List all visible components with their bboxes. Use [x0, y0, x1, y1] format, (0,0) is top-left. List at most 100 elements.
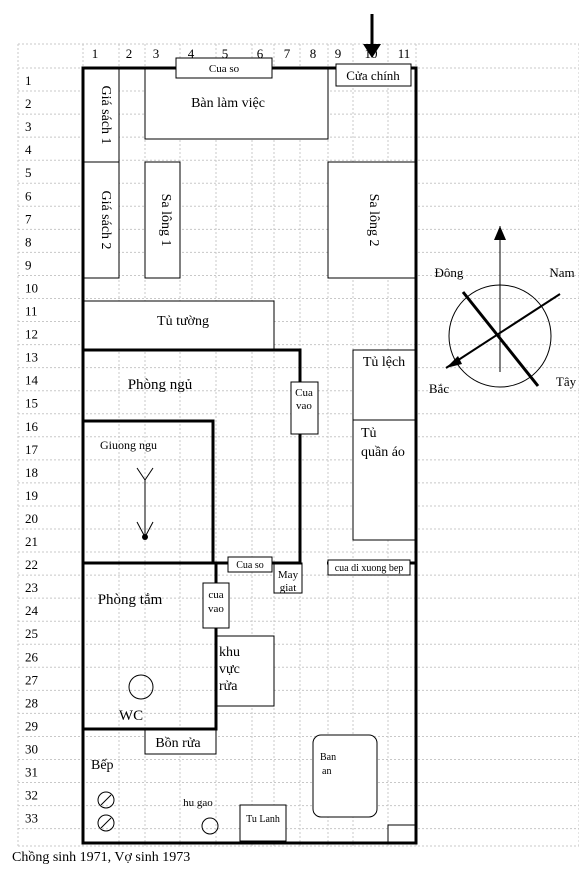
row-number: 10: [25, 280, 38, 295]
stove-burner-icon: [97, 814, 115, 832]
wardrobe-label-1: Tủ: [361, 426, 377, 441]
row-number: 29: [25, 718, 38, 733]
row-number: 8: [25, 234, 32, 249]
row-number: 24: [25, 603, 39, 618]
washing-area-label-1: khu: [219, 645, 240, 660]
row-number: 33: [25, 811, 38, 826]
row-number: 30: [25, 741, 38, 756]
row-number: 12: [25, 327, 38, 342]
furniture: [82, 67, 417, 844]
bedroom-label: Phòng ngủ: [128, 377, 193, 393]
owners-caption: Chồng sinh 1971, Vợ sinh 1973: [12, 850, 191, 865]
row-number: 15: [25, 396, 38, 411]
bookshelf-1-label: Giá sách 1: [98, 85, 113, 144]
main-door-label: Cửa chính: [346, 68, 400, 83]
main-door: [335, 63, 412, 87]
row-number: 19: [25, 488, 38, 503]
bookshelf-1: [82, 67, 120, 163]
work-desk-label: Bàn làm việc: [191, 96, 265, 111]
column-number: 7: [284, 46, 291, 61]
sofa-1: [144, 161, 181, 279]
washing-machine-label-1: May: [278, 569, 299, 581]
bookshelf-2-label: Giá sách 2: [98, 190, 113, 249]
compass-east-label: Đông: [435, 265, 464, 280]
wall-cabinet-label: Tủ tường: [157, 314, 209, 329]
compass-west-label: Tây: [556, 374, 577, 389]
row-number: 25: [25, 626, 38, 641]
bed-arrow: [136, 467, 154, 540]
bathroom-door: [202, 582, 230, 629]
kitchen-door: [327, 559, 411, 576]
column-number: 4: [188, 46, 195, 61]
sofa-2: [327, 161, 417, 279]
column-number: 5: [222, 46, 229, 61]
openings: [175, 57, 412, 629]
toilet-icon: [128, 674, 154, 700]
row-number: 18: [25, 465, 38, 480]
compass-south-label: Nam: [549, 265, 574, 280]
kitchen-label: Bếp: [91, 758, 114, 773]
row-number: 17: [25, 442, 39, 457]
shoe-cabinet-label: Tủ lệch: [363, 355, 405, 370]
bathroom-door-label-2: vao: [208, 603, 224, 615]
washing-area-label-2: vực: [219, 662, 240, 677]
bed-label: Giuong ngu: [100, 438, 157, 452]
dining-table-label-1: Ban: [320, 752, 336, 763]
row-number: 22: [25, 557, 38, 572]
row-number: 2: [25, 96, 32, 111]
bedroom-door-label-2: vao: [296, 400, 312, 412]
row-number: 13: [25, 350, 38, 365]
rice-jar-label: hu gao: [183, 797, 213, 809]
labels: Cua so Cửa chính Bàn làm việc Giá sách 1…: [91, 63, 577, 825]
bookshelf-2: [82, 161, 120, 279]
work-desk: [144, 67, 329, 140]
column-number: 8: [310, 46, 317, 61]
window-mid: [227, 556, 273, 573]
window-top: [175, 57, 273, 79]
wardrobe-label-2: quần áo: [361, 445, 405, 460]
row-number: 26: [25, 649, 39, 664]
column-number: 6: [257, 46, 264, 61]
fridge-label: Tu Lanh: [246, 814, 280, 825]
row-number: 21: [25, 534, 38, 549]
sink: [144, 729, 217, 755]
row-number: 16: [25, 419, 39, 434]
column-number: 2: [126, 46, 133, 61]
shoe-cabinet: [352, 349, 417, 421]
compass-north-label: Bắc: [429, 381, 449, 396]
row-number: 6: [25, 188, 32, 203]
row-number: 23: [25, 580, 38, 595]
window-mid-label: Cua so: [236, 560, 264, 571]
row-number: 5: [25, 165, 32, 180]
column-number: 1: [92, 46, 99, 61]
wc-label: WC: [119, 708, 143, 724]
bathroom-label: Phòng tắm: [98, 592, 163, 608]
washing-area: [215, 635, 275, 707]
wardrobe: [352, 419, 417, 541]
row-numbers: 1234567891011121314151617181920212223242…: [25, 73, 39, 826]
fixtures: [97, 674, 219, 835]
entrance-arrow: [363, 14, 381, 58]
column-number: 3: [153, 46, 160, 61]
row-number: 32: [25, 788, 38, 803]
column-number: 11: [398, 46, 411, 61]
dining-table: [312, 734, 378, 818]
washing-machine-label-2: giat: [280, 582, 297, 594]
row-number: 31: [25, 765, 38, 780]
compass-rose: [445, 226, 561, 388]
kitchen-door-label: cua di xuong bep: [335, 563, 404, 574]
row-number: 11: [25, 304, 38, 319]
row-number: 27: [25, 672, 39, 687]
rice-jar-icon: [201, 817, 219, 835]
row-number: 20: [25, 511, 38, 526]
bathroom-door-label-1: cua: [208, 589, 223, 601]
bedroom-door: [290, 381, 319, 435]
window-top-label: Cua so: [209, 63, 240, 75]
row-number: 3: [25, 119, 32, 134]
column-number: 9: [335, 46, 342, 61]
sofa-1-label: Sa lông 1: [158, 194, 173, 247]
row-number: 4: [25, 142, 32, 157]
row-number: 9: [25, 257, 32, 272]
row-number: 1: [25, 73, 32, 88]
